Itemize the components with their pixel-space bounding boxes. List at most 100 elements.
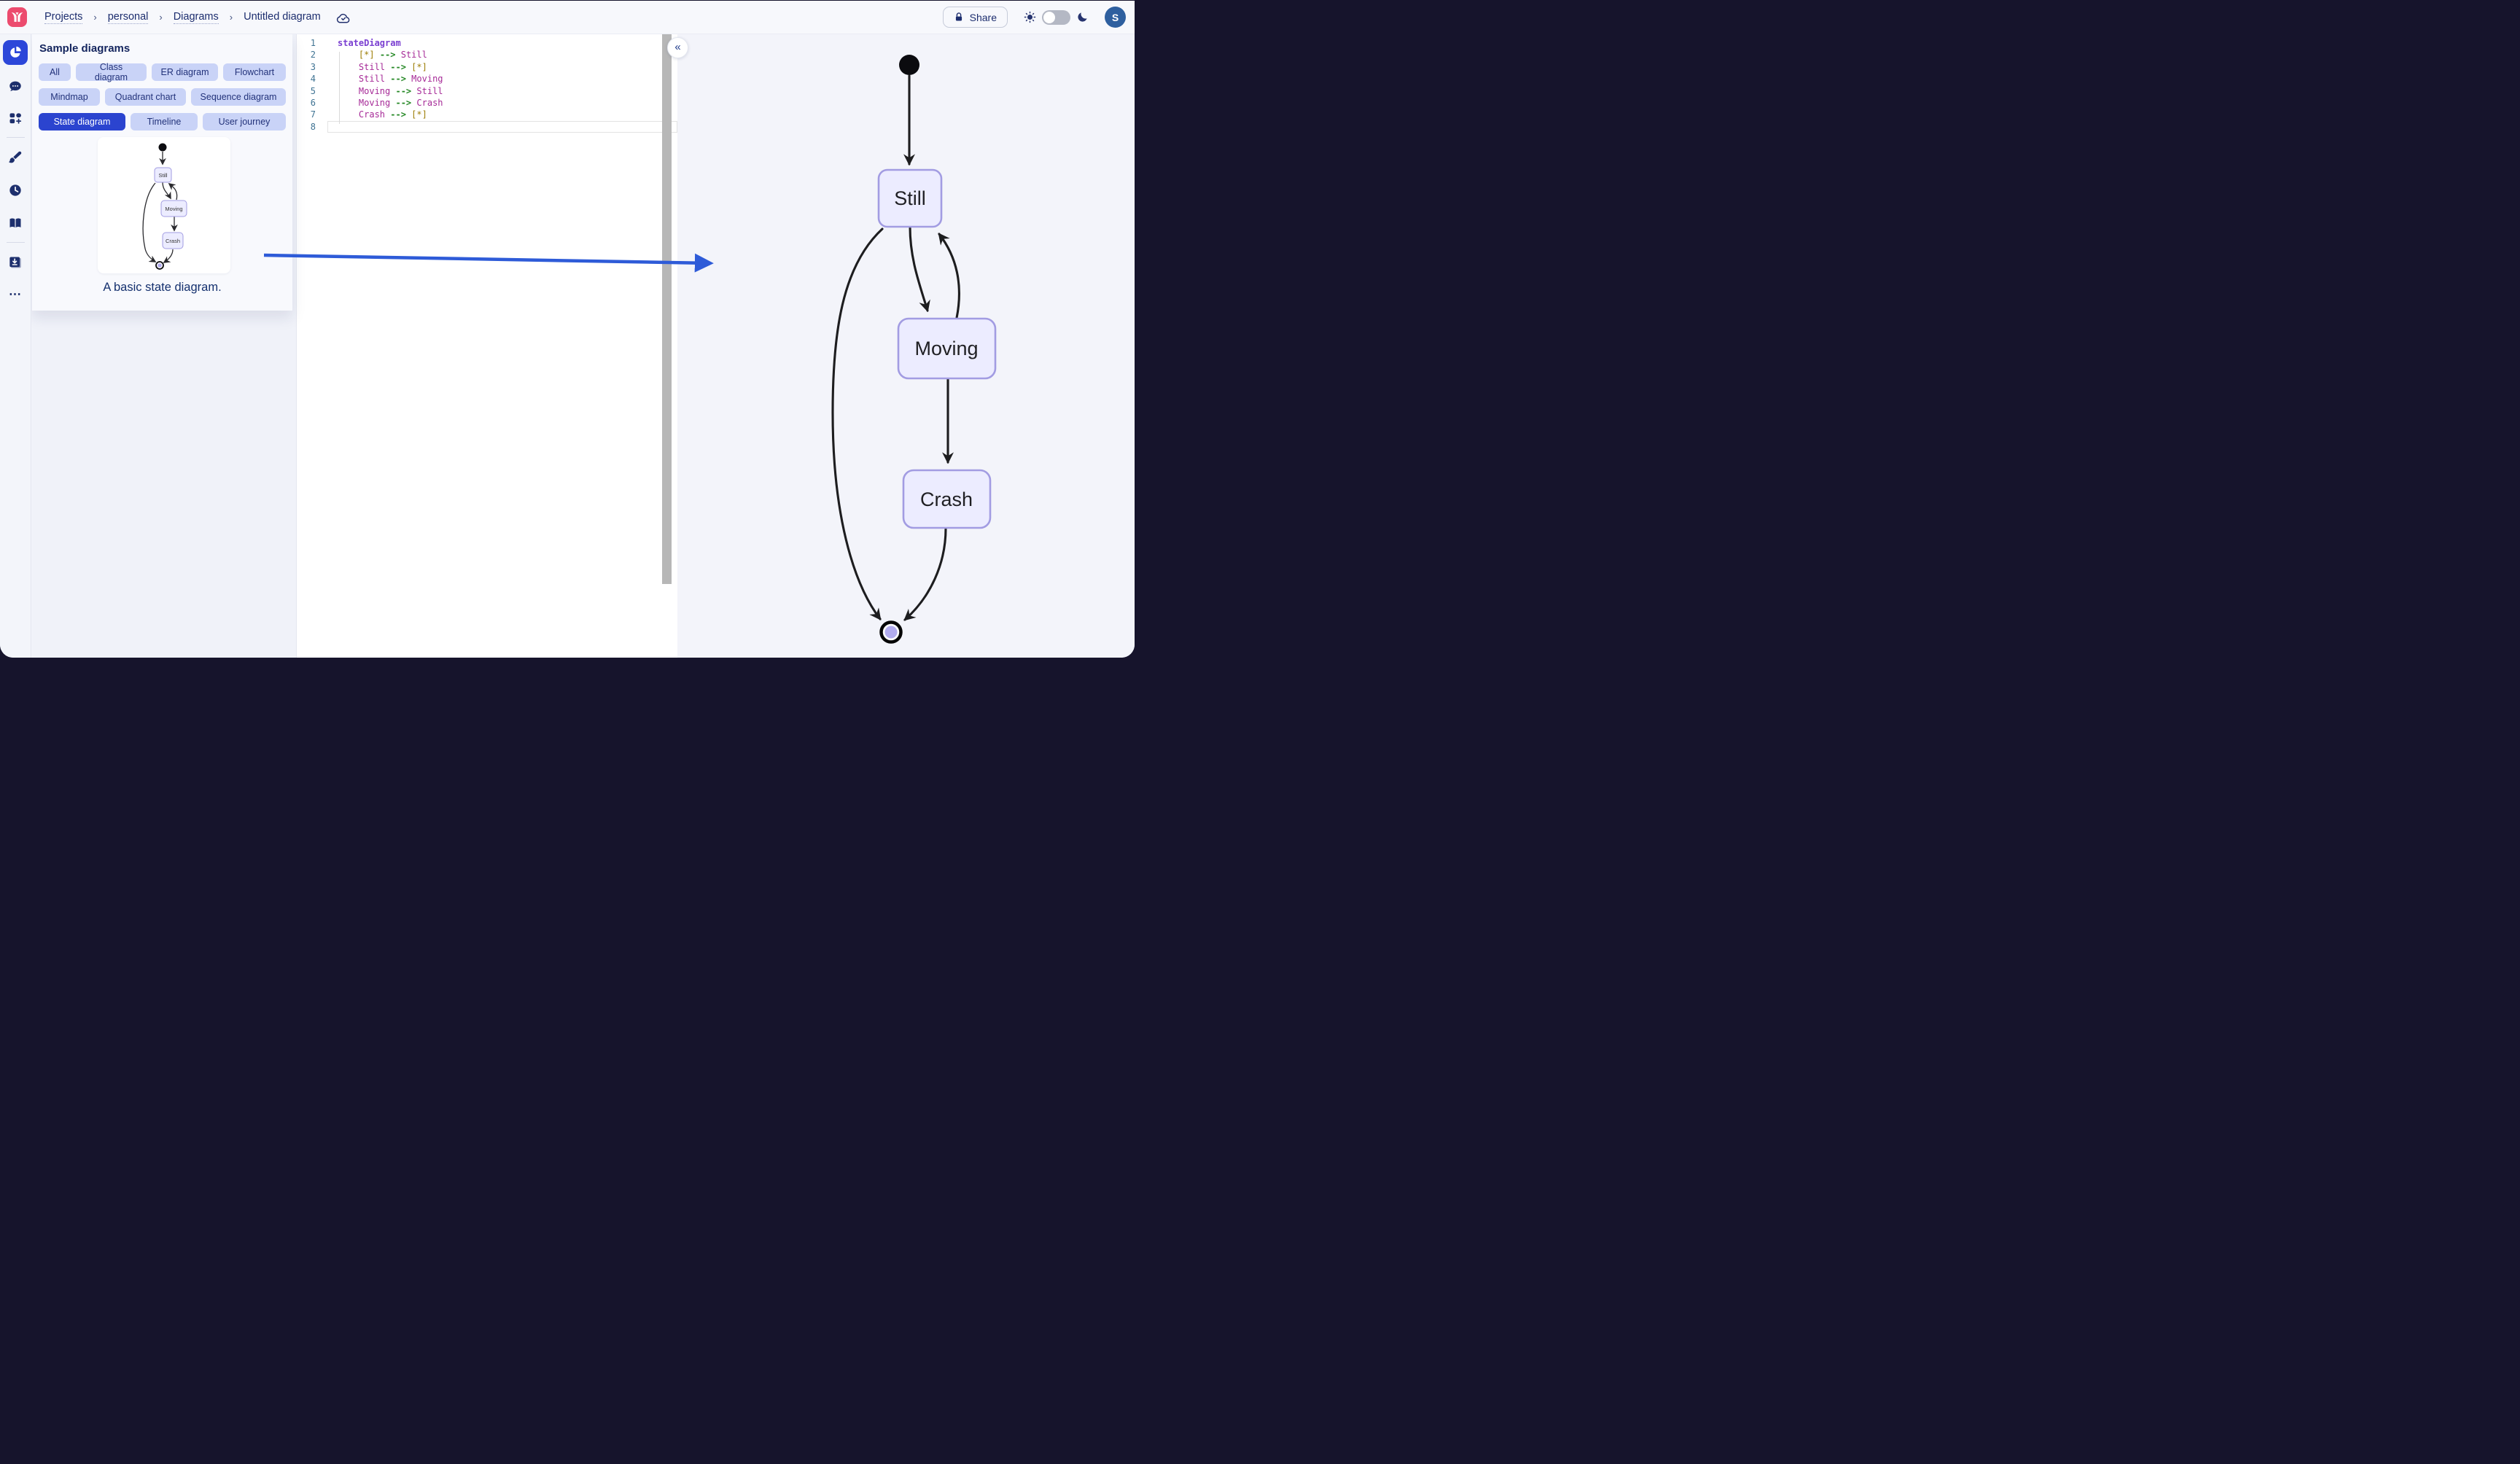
sidebar-item-add-diagram[interactable] [3,106,28,131]
more-ellipsis-icon: ⋯ [9,287,22,301]
breadcrumb-diagrams[interactable]: Diagrams [173,10,219,24]
sample-thumbnail: Still Moving Crash [142,143,187,270]
left-icon-rail: ⋯ [0,34,31,658]
code-line-active: 8 [297,120,677,133]
sample-state-diagram-card[interactable]: Still Moving Crash [98,137,230,273]
line-number: 8 [310,121,316,132]
line-number: 5 [310,85,316,96]
sidebar-item-sample-diagrams[interactable] [3,40,28,65]
rail-divider [7,137,25,138]
theme-toggle[interactable] [1042,9,1070,25]
state-label-moving: Moving [914,338,978,359]
toggle-knob [1043,11,1055,23]
paintbrush-icon [9,151,22,163]
rail-divider [7,242,25,243]
filter-row: Mindmap Quadrant chart Sequence diagram [39,88,286,106]
filter-all[interactable]: All [39,63,71,81]
editor-scrollbar-thumb[interactable] [662,34,672,584]
chat-icon [9,81,21,91]
code-area: 1 stateDiagram 2 [*] --> Still 3 Still -… [297,37,677,133]
filter-flowchart[interactable]: Flowchart [223,63,286,81]
pie-chart-icon [10,46,21,58]
edge-still-to-end [831,227,884,620]
moon-icon [1078,12,1087,22]
filter-mindmap[interactable]: Mindmap [39,88,100,106]
indent-guide [339,52,340,124]
cursor-line [327,120,677,133]
state-diagram-svg: Still Moving Crash [831,55,997,644]
code-line: 4 Still --> Moving [297,73,677,85]
topbar-actions: Share S [942,7,1126,28]
theme-switcher [1024,9,1089,25]
filter-class-diagram[interactable]: Class diagram [76,62,147,82]
thumb-state-crash: Crash [166,238,180,244]
code-line: 5 Moving --> Still [297,85,677,97]
filter-state-diagram[interactable]: State diagram [39,113,125,131]
filter-timeline[interactable]: Timeline [131,113,198,131]
code-line: 6 Moving --> Crash [297,97,677,109]
line-number: 6 [310,97,316,108]
state-label-still: Still [894,187,926,209]
sidebar-item-export[interactable] [3,250,28,275]
breadcrumb-personal[interactable]: personal [107,10,149,24]
line-number: 3 [310,61,316,72]
sidebar-item-docs[interactable] [3,211,28,235]
sidebar-item-theme[interactable] [3,145,28,170]
thumb-state-still: Still [158,172,167,179]
edge-still-to-moving [909,225,930,313]
state-label-crash: Crash [920,488,973,510]
sample-diagrams-panel: Sample diagrams All Class diagram ER dia… [32,34,292,311]
collapse-editor-button[interactable]: « [667,37,688,58]
sun-icon [1024,11,1036,23]
code-editor[interactable]: 1 stateDiagram 2 [*] --> Still 3 Still -… [296,34,677,658]
export-download-icon [9,257,21,268]
diagram-title[interactable]: Untitled diagram [244,11,321,23]
add-blocks-icon [9,113,22,124]
code-line: 7 Crash --> [*] [297,109,677,120]
share-label: Share [969,11,997,23]
code-line: 2 [*] --> Still [297,49,677,61]
docs-book-icon [9,218,21,228]
line-number: 7 [310,109,316,120]
mermaid-logo[interactable] [7,7,27,27]
mermaid-logo-icon [11,12,23,22]
breadcrumb: Projects › personal › Diagrams › Untitle… [44,11,351,24]
app-window: Projects › personal › Diagrams › Untitle… [0,1,1135,658]
line-number: 4 [310,74,316,85]
edge-moving-to-still [938,233,960,319]
state-node-crash [902,469,992,529]
line-number: 2 [310,50,316,61]
start-state-node [899,55,919,75]
state-node-still [877,168,943,228]
line-number: 1 [310,38,316,48]
breadcrumb-projects[interactable]: Projects [44,10,83,24]
sample-caption: A basic state diagram. [103,281,222,294]
filter-sequence-diagram[interactable]: Sequence diagram [191,88,286,106]
history-clock-icon [9,184,21,196]
share-button[interactable]: Share [942,7,1008,28]
breadcrumb-separator: › [93,12,97,23]
cloud-synced-icon [336,11,351,24]
filter-row: All Class diagram ER diagram Flowchart [39,62,286,82]
breadcrumb-separator: › [229,12,233,23]
lock-icon [955,12,962,21]
filter-quadrant-chart[interactable]: Quadrant chart [105,88,186,106]
sidebar-item-comments[interactable] [3,74,28,99]
thumb-state-moving: Moving [165,206,182,212]
filter-er-diagram[interactable]: ER diagram [152,63,218,81]
end-state-inner-dot [884,626,898,639]
collapse-icon: « [674,41,681,53]
diagram-canvas[interactable]: Still Moving Crash [677,34,1135,658]
code-line: 3 Still --> [*] [297,61,677,73]
filter-row: State diagram Timeline User journey [39,113,286,131]
breadcrumb-separator: › [159,12,163,23]
sidebar-item-more[interactable]: ⋯ [3,282,28,307]
avatar[interactable]: S [1105,7,1126,28]
top-bar: Projects › personal › Diagrams › Untitle… [0,1,1135,34]
filter-user-journey[interactable]: User journey [203,113,286,131]
code-line: 1 stateDiagram [297,37,677,49]
edge-crash-to-end [903,527,947,621]
state-node-moving [897,317,997,380]
sidebar-item-history[interactable] [3,178,28,203]
panel-title: Sample diagrams [39,42,131,55]
